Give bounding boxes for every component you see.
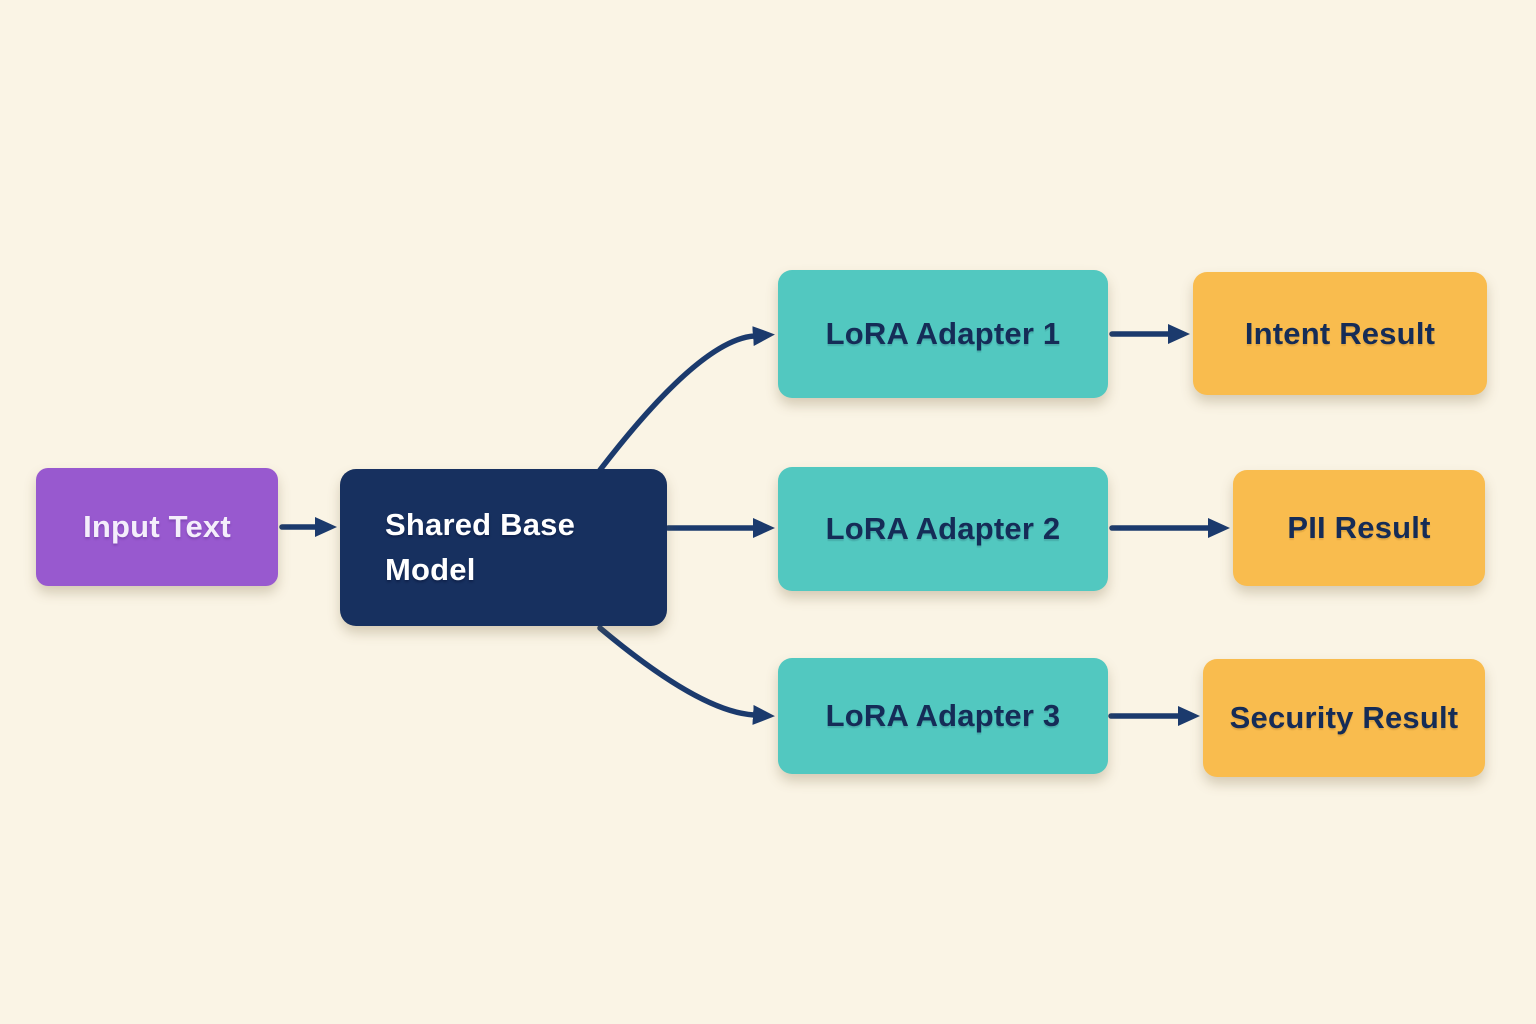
node-shared-base-model: Shared Base Model [340,469,667,626]
node-security-result: Security Result [1203,659,1485,777]
node-lora-adapter-3-label: LoRA Adapter 3 [825,698,1061,733]
node-shared-base-model-label: Shared Base Model [385,507,576,587]
node-lora-adapter-2-label: LoRA Adapter 2 [825,511,1061,546]
node-input-text-label: Input Text [83,509,231,544]
node-lora-adapter-2: LoRA Adapter 2 [778,467,1108,591]
node-lora-adapter-1: LoRA Adapter 1 [778,270,1108,398]
edge-base-to-adapter3 [597,625,775,725]
node-intent-result-label: Intent Result [1244,315,1436,351]
node-intent-result: Intent Result [1193,272,1487,395]
edge-base-to-adapter1 [597,326,775,473]
node-lora-adapter-3: LoRA Adapter 3 [778,658,1108,774]
node-lora-adapter-1-label: LoRA Adapter 1 [825,316,1061,351]
node-pii-result-label: PII Result [1287,510,1431,545]
node-security-result-label: Security Result [1229,700,1459,735]
node-pii-result: PII Result [1233,470,1485,586]
node-input-text: Input Text [36,468,278,586]
